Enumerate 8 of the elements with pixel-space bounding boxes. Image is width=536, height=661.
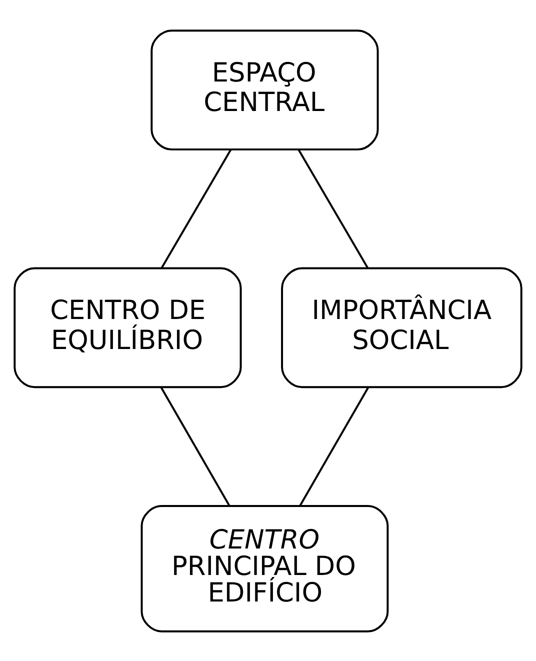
- node-box: CENTRO DE EQUILÍBRIO: [14, 266, 242, 388]
- node-box: CENTRO PRINCIPAL DO EDIFÍCIO: [140, 504, 389, 632]
- connector: [298, 148, 369, 268]
- node-box: IMPORTÂNCIA SOCIAL: [281, 266, 522, 388]
- node-box: ESPAÇO CENTRAL: [150, 29, 379, 150]
- connector: [160, 386, 230, 506]
- connector: [160, 148, 232, 268]
- connector: [299, 386, 370, 506]
